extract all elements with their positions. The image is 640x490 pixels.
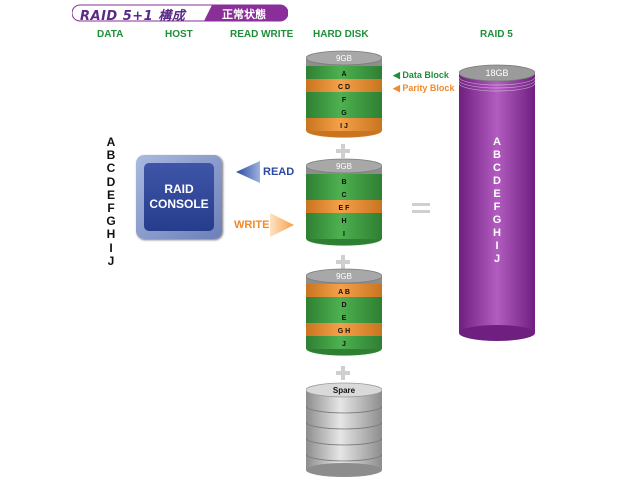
plus-icon bbox=[336, 365, 350, 380]
data-block bbox=[306, 66, 382, 79]
raid5-letter: H bbox=[493, 227, 501, 239]
read-label: READ bbox=[263, 166, 295, 178]
data-letter: A bbox=[106, 135, 116, 149]
raid-console-screen: RAID CONSOLE bbox=[144, 163, 214, 231]
disk-block-label: D bbox=[341, 302, 347, 309]
parity-block bbox=[306, 323, 382, 336]
data-block bbox=[306, 310, 382, 323]
disk-block-label: A B bbox=[338, 289, 350, 296]
data-block bbox=[306, 174, 382, 187]
raid5-cylinder-shape bbox=[458, 64, 536, 341]
header-read-write: READ WRITE bbox=[230, 29, 294, 40]
raid5-letter: I bbox=[495, 240, 499, 252]
plus-icon bbox=[336, 254, 350, 269]
header-data: DATA bbox=[97, 29, 124, 40]
header-raid5: RAID 5 bbox=[480, 29, 513, 40]
spare-label: Spare bbox=[332, 386, 356, 395]
parity-block bbox=[306, 284, 382, 297]
data-letter: E bbox=[106, 187, 115, 202]
data-block bbox=[306, 297, 382, 310]
data-block bbox=[306, 92, 382, 105]
spare-disk-shape bbox=[306, 382, 382, 477]
banner-shape bbox=[72, 4, 288, 22]
raid5-letter: G bbox=[492, 214, 502, 226]
disk-block-label: B bbox=[341, 179, 347, 186]
disk-block-label: E bbox=[341, 315, 347, 322]
disk-block-label: C D bbox=[337, 84, 351, 91]
disk-block-label: C bbox=[341, 192, 347, 199]
write-arrow-icon bbox=[270, 213, 294, 237]
disk-block-label: H bbox=[341, 218, 347, 225]
read-arrow-icon bbox=[236, 161, 260, 183]
console-line2: CONSOLE bbox=[149, 197, 209, 211]
data-block bbox=[306, 187, 382, 200]
legend-data-block: ◀ Data Block bbox=[393, 70, 449, 80]
raid5-letter: D bbox=[493, 175, 501, 187]
raid5-letter: F bbox=[493, 201, 501, 213]
data-letter: G bbox=[106, 214, 116, 229]
data-block bbox=[306, 336, 382, 349]
raid-console-box: RAID CONSOLE bbox=[136, 155, 222, 239]
raid5-letter: E bbox=[493, 188, 501, 200]
parity-block bbox=[306, 200, 382, 213]
disk-capacity: 9GB bbox=[335, 162, 352, 171]
disk-shape bbox=[306, 50, 382, 139]
data-block bbox=[306, 226, 382, 239]
data-block bbox=[306, 213, 382, 226]
legend-parity-block: ◀ Parity Block bbox=[393, 83, 455, 93]
disk-block-label: E F bbox=[338, 205, 350, 212]
data-letter: D bbox=[106, 174, 116, 189]
title-banner: RAID 5+1 構成 正常状態 bbox=[72, 4, 288, 24]
disk-block-label: I bbox=[343, 231, 345, 238]
disk-capacity: 9GB bbox=[335, 54, 352, 63]
data-letter: B bbox=[106, 148, 116, 163]
banner-status: 正常状態 bbox=[222, 8, 266, 21]
parity-block bbox=[306, 79, 382, 92]
data-block bbox=[306, 105, 382, 118]
parity-block bbox=[306, 118, 382, 131]
header-hard-disk: HARD DISK bbox=[313, 29, 369, 40]
equals-icon bbox=[412, 203, 430, 213]
disk-block-label: J bbox=[342, 341, 346, 348]
header-host: HOST bbox=[165, 29, 193, 40]
disk-block-label: F bbox=[341, 97, 347, 104]
raid5-letter: C bbox=[493, 162, 501, 174]
raid5-letter: A bbox=[493, 136, 501, 148]
raid5-letter: B bbox=[493, 149, 501, 161]
disk-block-label: I J bbox=[340, 123, 348, 130]
raid5-capacity: 18GB bbox=[485, 68, 509, 78]
disk-shape bbox=[306, 158, 382, 247]
disk-shape bbox=[306, 268, 382, 357]
banner-title: RAID 5+1 構成 bbox=[80, 9, 186, 24]
console-line1: RAID bbox=[164, 182, 194, 196]
write-label: WRITE bbox=[234, 219, 270, 231]
plus-icon bbox=[336, 143, 350, 158]
disk-block-label: G bbox=[341, 110, 347, 117]
data-letter: H bbox=[106, 227, 116, 242]
data-letter: C bbox=[106, 161, 116, 176]
disk-capacity: 9GB bbox=[335, 272, 352, 281]
spare-disk: Spare bbox=[306, 382, 382, 478]
disk-block-label: G H bbox=[337, 328, 351, 335]
data-letter: J bbox=[107, 253, 115, 268]
raid5-letter: J bbox=[493, 253, 501, 265]
data-letter: I bbox=[109, 240, 113, 255]
disk-block-label: A bbox=[341, 71, 347, 78]
data-letter: F bbox=[107, 201, 115, 216]
